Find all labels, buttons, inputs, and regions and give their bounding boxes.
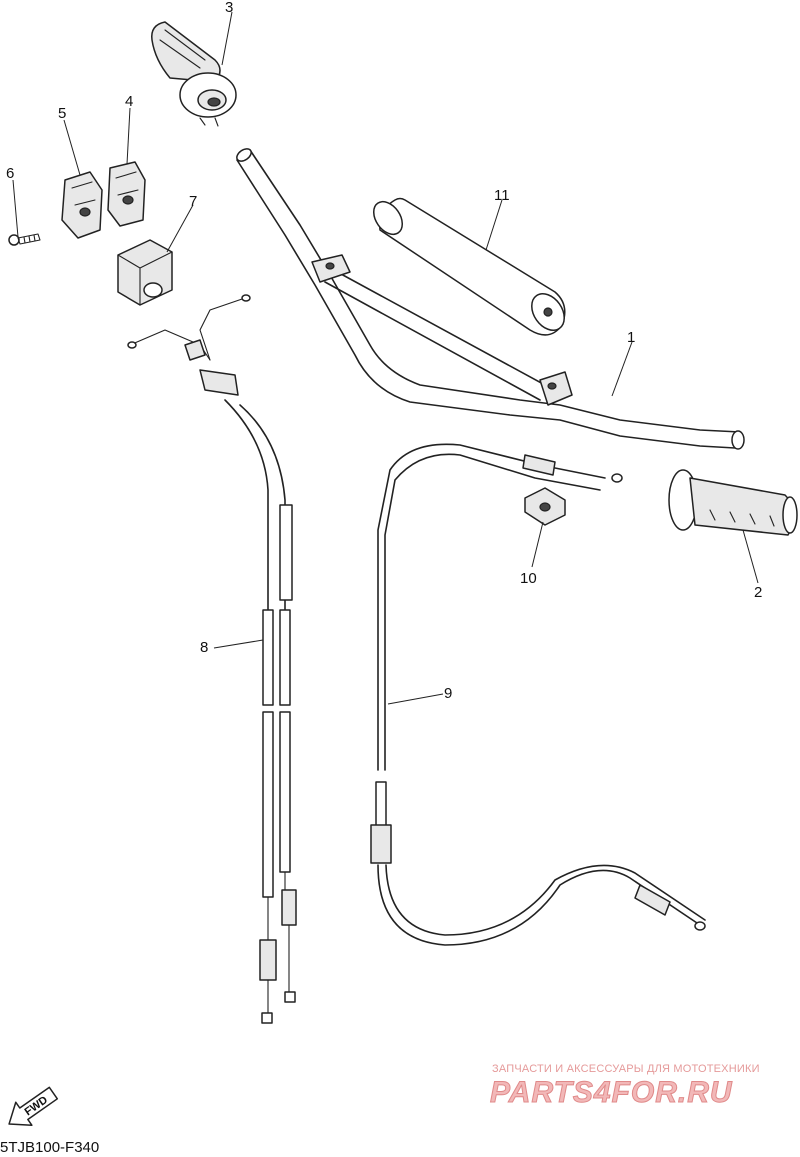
leader-lines xyxy=(12,11,759,705)
part-4-switch-housing xyxy=(107,161,146,227)
part-3-throttle-grip xyxy=(151,21,237,127)
part-7-switch-block xyxy=(117,239,173,306)
part-6-screw xyxy=(8,233,41,246)
part-2-left-grip xyxy=(668,469,798,536)
callout-labels: 1 2 3 4 5 6 7 8 9 10 11 xyxy=(6,0,762,702)
drawing-code: 5TJB100-F340 xyxy=(0,1139,100,1156)
callout-4: 4 xyxy=(125,93,133,110)
callout-2: 2 xyxy=(754,584,762,601)
watermark-subtitle: ЗАПЧАСТИ И АКСЕССУАРЫ ДЛЯ МОТОТЕХНИКИ xyxy=(492,1063,760,1075)
part-1-handlebar xyxy=(236,148,745,450)
fwd-arrow-icon: FWD xyxy=(8,1086,59,1126)
callout-10: 10 xyxy=(520,570,537,587)
part-8-throttle-cables xyxy=(127,294,297,1024)
callout-3: 3 xyxy=(225,0,233,16)
part-11-crossbar-pad xyxy=(372,197,566,336)
callout-6: 6 xyxy=(6,165,14,182)
part-9-clutch-cable xyxy=(370,443,706,946)
callout-7: 7 xyxy=(189,193,197,210)
part-10-cable-adjuster xyxy=(524,487,566,526)
callout-5: 5 xyxy=(58,105,66,122)
watermark-brand-logo: PARTS4FOR.RU xyxy=(490,1076,733,1110)
callout-9: 9 xyxy=(444,685,452,702)
callout-11: 11 xyxy=(494,187,510,204)
callout-8: 8 xyxy=(200,639,208,656)
callout-1: 1 xyxy=(627,329,635,346)
part-5-switch-housing xyxy=(61,171,103,239)
